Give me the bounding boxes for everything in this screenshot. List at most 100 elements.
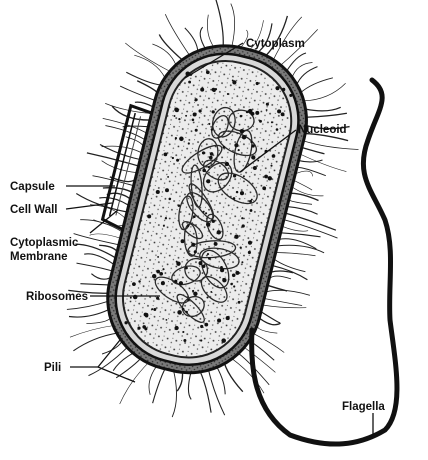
pilus	[215, 0, 224, 47]
ribosome	[172, 157, 174, 159]
ribosome	[210, 291, 212, 293]
ribosome	[176, 159, 179, 162]
label-ribosomes: Ribosomes	[26, 291, 88, 303]
ribosome	[243, 175, 245, 177]
ribosome	[174, 326, 178, 330]
ribosome	[241, 261, 243, 263]
ribosome	[206, 179, 210, 183]
ribosome	[179, 137, 184, 142]
ribosome	[202, 151, 205, 154]
ribosome	[174, 107, 178, 111]
pilus	[231, 4, 235, 47]
ribosome	[221, 338, 226, 343]
ribosome	[232, 79, 234, 81]
ribosome	[137, 327, 140, 330]
ribosome	[209, 156, 213, 160]
pilus	[303, 83, 345, 101]
ribosome	[266, 109, 268, 111]
label-pili: Pili	[44, 362, 61, 374]
pilus	[135, 102, 153, 107]
ribosome	[182, 331, 184, 333]
ribosome	[275, 86, 279, 90]
pilus	[153, 369, 165, 403]
pilus	[302, 148, 325, 154]
ribosome	[227, 93, 229, 95]
pilus	[299, 160, 323, 162]
ribosome	[208, 166, 210, 168]
ribosome	[222, 278, 224, 280]
ribosome	[255, 111, 259, 115]
label-cytoplasmic-membrane-line1: Cytoplasmic	[10, 237, 79, 249]
ribosome	[191, 243, 195, 247]
ribosome	[225, 162, 229, 166]
ribosome	[187, 225, 189, 227]
ribosome	[240, 115, 243, 118]
pilus	[113, 353, 134, 371]
ribosome	[223, 146, 226, 149]
ribosome	[248, 109, 253, 114]
pilus	[120, 362, 149, 404]
pilus	[80, 284, 109, 285]
ribosome	[175, 137, 177, 139]
ribosome	[193, 292, 197, 296]
pilus	[185, 28, 198, 52]
ribosome	[163, 225, 165, 227]
pilus	[289, 200, 312, 204]
pilus	[304, 141, 359, 150]
label-capsule: Capsule	[10, 181, 55, 193]
ribosome	[217, 318, 221, 322]
ribosome	[159, 272, 163, 276]
pilus	[103, 188, 132, 193]
ribosome	[151, 308, 153, 310]
pilus	[279, 239, 316, 249]
pilus	[84, 254, 114, 265]
pilus	[207, 15, 214, 48]
ribosome	[192, 119, 195, 122]
ribosome	[206, 222, 210, 226]
ribosome	[195, 129, 198, 132]
ribosome	[178, 118, 180, 120]
pilus	[286, 53, 306, 72]
ribosome	[132, 282, 136, 286]
pilus	[277, 245, 324, 253]
ribosome	[177, 310, 182, 315]
pilus	[266, 290, 310, 295]
ribosome	[202, 265, 205, 268]
ribosome	[248, 241, 252, 245]
ribosome	[217, 230, 221, 234]
ribosome	[211, 128, 213, 130]
pilus	[287, 207, 318, 215]
ribosome	[187, 299, 190, 302]
ribosome	[200, 339, 202, 341]
ribosome	[188, 142, 190, 144]
ribosome	[240, 191, 244, 195]
ribosome	[156, 297, 159, 300]
pilus	[269, 276, 291, 279]
ribosome	[174, 280, 177, 283]
ribosome	[203, 211, 205, 213]
pilus	[274, 259, 305, 272]
ribosome	[206, 70, 210, 74]
ribosome	[200, 325, 203, 328]
ribosome	[204, 323, 208, 327]
pilus	[149, 366, 157, 395]
pilus	[282, 226, 308, 231]
pilus	[296, 67, 317, 86]
ribosome	[248, 251, 251, 254]
ribosome	[161, 281, 165, 285]
ribosome	[268, 176, 272, 180]
label-cell-wall: Cell Wall	[10, 204, 58, 216]
ribosome	[282, 88, 285, 91]
ribosome	[185, 115, 187, 117]
ribosome	[156, 190, 160, 194]
pilus	[305, 107, 341, 111]
pilus	[77, 263, 113, 271]
ribosome	[164, 153, 168, 157]
ribosome	[232, 274, 236, 278]
ribosome	[193, 113, 197, 117]
pilus	[91, 274, 110, 279]
ribosome	[208, 123, 210, 125]
ribosome	[178, 204, 181, 207]
ribosome	[234, 234, 238, 238]
pilus	[297, 167, 326, 176]
